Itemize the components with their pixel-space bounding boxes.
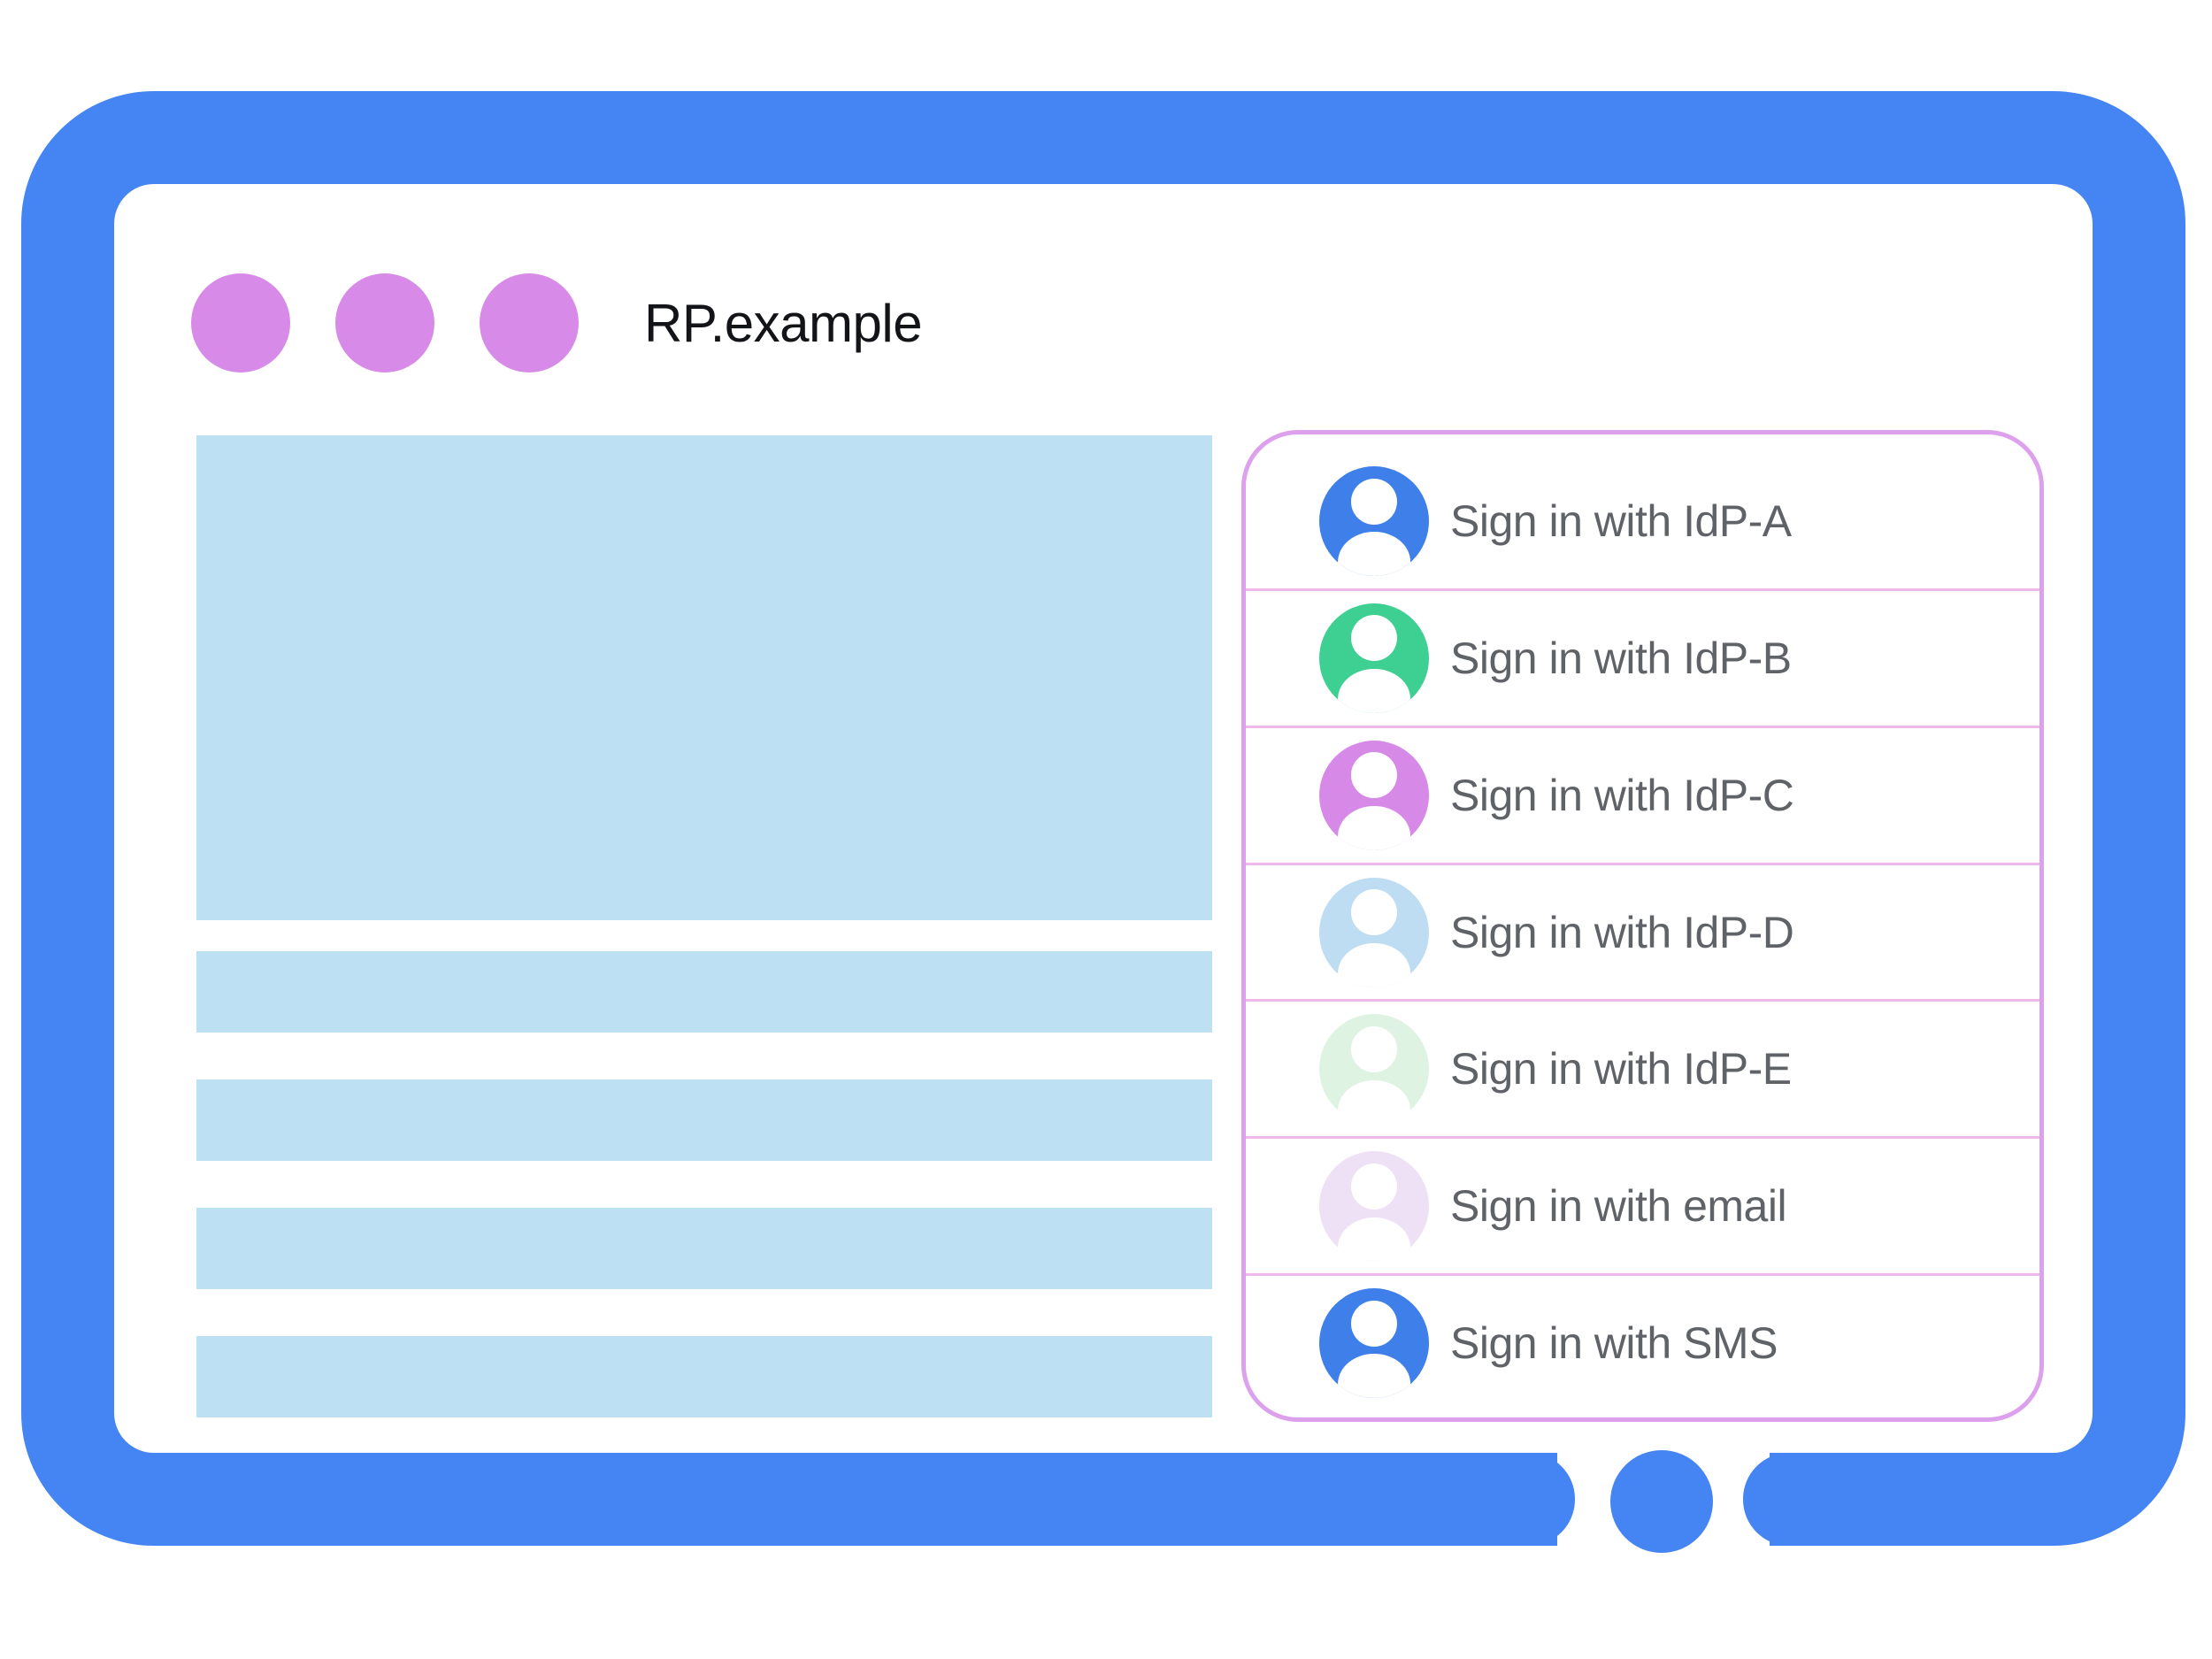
user-avatar-icon: [1319, 603, 1429, 713]
avatar-torso-shape: [1338, 1079, 1410, 1125]
page-title: RP.example: [644, 293, 923, 353]
window-control-dot: [480, 273, 579, 373]
window-control-dot: [335, 273, 434, 373]
signin-option[interactable]: Sign in with IdP-E: [1246, 999, 2039, 1136]
user-avatar-icon: [1319, 1151, 1429, 1262]
signin-option-label: Sign in with IdP-B: [1450, 633, 1792, 683]
frame-bottom-bar-right-cap: [1743, 1453, 1840, 1546]
signin-option-label: Sign in with email: [1450, 1181, 1787, 1232]
signin-panel: Sign in with IdP-A Sign in with IdP-B Si…: [1241, 430, 2044, 1422]
avatar-head-shape: [1350, 478, 1398, 525]
text-placeholder-group: [196, 951, 1212, 1417]
avatar-head-shape: [1350, 615, 1398, 662]
signin-option-label: Sign in with SMS: [1450, 1318, 1778, 1369]
home-button[interactable]: [1610, 1450, 1713, 1553]
text-placeholder-bar: [196, 1336, 1212, 1417]
avatar-torso-shape: [1338, 942, 1410, 987]
signin-option-label: Sign in with IdP-A: [1450, 495, 1792, 546]
avatar-head-shape: [1350, 1163, 1398, 1210]
signin-option[interactable]: Sign in with IdP-C: [1246, 725, 2039, 863]
user-avatar-icon: [1319, 1288, 1429, 1399]
avatar-torso-shape: [1338, 1217, 1410, 1262]
text-placeholder-bar: [196, 951, 1212, 1033]
signin-option[interactable]: Sign in with SMS: [1246, 1273, 2039, 1410]
signin-option-label: Sign in with IdP-E: [1450, 1044, 1792, 1094]
text-placeholder-bar: [196, 1079, 1212, 1161]
signin-option[interactable]: Sign in with IdP-B: [1246, 588, 2039, 726]
signin-option-label: Sign in with IdP-D: [1450, 907, 1794, 957]
avatar-torso-shape: [1338, 532, 1410, 576]
avatar-torso-shape: [1338, 806, 1410, 850]
user-avatar-icon: [1319, 1014, 1429, 1125]
avatar-head-shape: [1350, 1025, 1398, 1073]
avatar-head-shape: [1350, 889, 1398, 936]
hero-content-placeholder: [196, 435, 1212, 920]
avatar-head-shape: [1350, 752, 1398, 799]
window-control-dot: [191, 273, 290, 373]
avatar-torso-shape: [1338, 669, 1410, 713]
avatar-head-shape: [1350, 1300, 1398, 1347]
signin-option[interactable]: Sign in with IdP-D: [1246, 862, 2039, 1000]
user-avatar-icon: [1319, 740, 1429, 850]
user-avatar-icon: [1319, 877, 1429, 987]
user-avatar-icon: [1319, 465, 1429, 576]
text-placeholder-bar: [196, 1208, 1212, 1289]
frame-bottom-bar-left-cap: [1478, 1453, 1575, 1546]
signin-option[interactable]: Sign in with email: [1246, 1136, 2039, 1273]
signin-option[interactable]: Sign in with IdP-A: [1246, 454, 2039, 588]
signin-option-label: Sign in with IdP-C: [1450, 770, 1794, 820]
avatar-torso-shape: [1338, 1354, 1410, 1399]
browser-chrome-bar: RP.example: [191, 273, 923, 373]
